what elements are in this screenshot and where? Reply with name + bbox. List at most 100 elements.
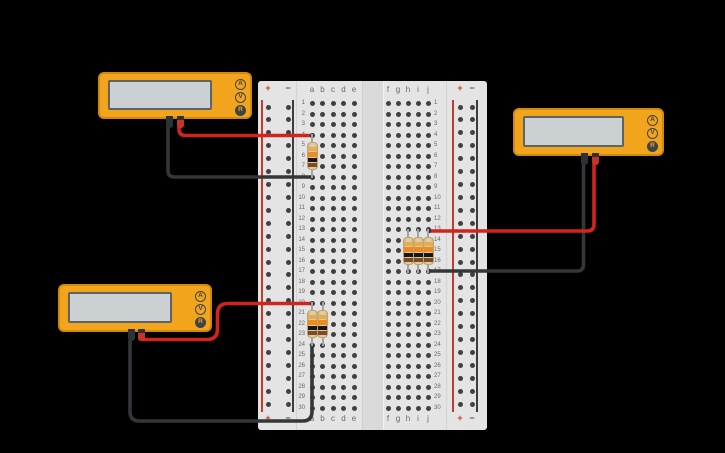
rail-hole[interactable] [469,117,475,123]
hole-b19[interactable] [320,290,325,295]
rail-hole[interactable] [265,349,271,355]
hole-g5[interactable] [395,143,401,148]
rail-hole[interactable] [469,388,475,394]
rail-hole[interactable] [469,324,475,330]
rail-hole[interactable] [469,143,475,149]
hole-g17[interactable] [395,269,401,274]
hole-b7[interactable] [320,164,325,169]
hole-b27[interactable] [320,374,325,379]
hole-g25[interactable] [395,353,401,358]
hole-f29[interactable] [385,395,391,400]
hole-f6[interactable] [385,153,391,159]
hole-i25[interactable] [415,353,421,358]
hole-g15[interactable] [395,248,401,253]
hole-g14[interactable] [395,237,401,243]
hole-a12[interactable] [309,216,315,222]
hole-f22[interactable] [385,321,391,327]
hole-f8[interactable] [385,174,391,180]
rail-hole[interactable] [457,272,463,278]
resistor-3[interactable] [412,228,424,273]
rail-hole[interactable] [285,117,291,123]
multimeter-bottom-left[interactable]: A V R [58,284,212,341]
hole-h7[interactable] [405,164,411,169]
hole-b3[interactable] [320,122,325,127]
hole-c7[interactable] [330,164,336,169]
hole-e15[interactable] [351,248,357,253]
hole-b6[interactable] [320,153,325,159]
hole-f10[interactable] [385,195,391,201]
hole-g2[interactable] [395,111,401,117]
hole-f15[interactable] [385,248,391,253]
hole-c15[interactable] [330,248,336,253]
hole-b15[interactable] [320,248,325,253]
hole-g20[interactable] [395,300,401,306]
rail-hole[interactable] [457,298,463,304]
resistor-6[interactable] [317,302,328,346]
hole-e19[interactable] [351,290,357,295]
hole-e2[interactable] [351,111,357,117]
hole-c9[interactable] [330,185,336,190]
hole-g11[interactable] [395,206,401,211]
hole-g26[interactable] [395,363,401,369]
hole-h11[interactable] [405,206,411,211]
rail-hole[interactable] [265,117,271,123]
hole-e11[interactable] [351,206,357,211]
voltmeter-mode-button[interactable]: V [235,92,246,103]
hole-b18[interactable] [320,279,325,285]
hole-a30[interactable] [309,405,315,411]
hole-e28[interactable] [351,384,357,390]
hole-h25[interactable] [405,353,411,358]
rail-hole[interactable] [265,143,271,149]
hole-h21[interactable] [405,311,411,316]
hole-g23[interactable] [395,332,401,337]
rail-hole[interactable] [469,298,475,304]
hole-g22[interactable] [395,321,401,327]
rail-hole[interactable] [285,324,291,330]
multimeter-top-left[interactable]: A V R [98,72,252,128]
rail-hole[interactable] [469,272,475,278]
hole-i5[interactable] [415,143,421,148]
hole-d16[interactable] [341,258,346,264]
hole-d23[interactable] [341,332,346,337]
rail-hole[interactable] [285,311,291,317]
hole-e21[interactable] [351,311,357,316]
rail-hole[interactable] [285,362,291,368]
rail-hole[interactable] [285,246,291,252]
hole-c28[interactable] [330,384,336,390]
hole-j10[interactable] [425,195,431,201]
hole-h2[interactable] [405,111,411,117]
voltmeter-mode-button[interactable]: V [195,304,206,315]
hole-e25[interactable] [351,353,357,358]
rail-hole[interactable] [285,143,291,149]
rail-hole[interactable] [469,156,475,162]
hole-j1[interactable] [425,101,431,106]
hole-c21[interactable] [330,311,336,316]
hole-d28[interactable] [341,384,346,390]
hole-g29[interactable] [395,395,401,400]
hole-i30[interactable] [415,405,421,411]
hole-a19[interactable] [309,290,315,295]
hole-f3[interactable] [385,122,391,127]
rail-hole[interactable] [265,272,271,278]
rail-hole[interactable] [469,311,475,317]
rail-hole[interactable] [265,156,271,162]
rail-hole[interactable] [457,259,463,265]
rail-hole[interactable] [457,375,463,381]
hole-e1[interactable] [351,101,357,106]
hole-c12[interactable] [330,216,336,222]
hole-h30[interactable] [405,405,411,411]
rail-hole[interactable] [469,362,475,368]
hole-j23[interactable] [425,332,431,337]
rail-hole[interactable] [285,169,291,175]
hole-b25[interactable] [320,353,325,358]
hole-i2[interactable] [415,111,421,117]
hole-i18[interactable] [415,279,421,285]
rail-hole[interactable] [285,233,291,239]
hole-f28[interactable] [385,384,391,390]
hole-h22[interactable] [405,321,411,327]
hole-d9[interactable] [341,185,346,190]
hole-i23[interactable] [415,332,421,337]
rail-hole[interactable] [457,337,463,343]
rail-hole[interactable] [265,259,271,265]
hole-j12[interactable] [425,216,431,222]
